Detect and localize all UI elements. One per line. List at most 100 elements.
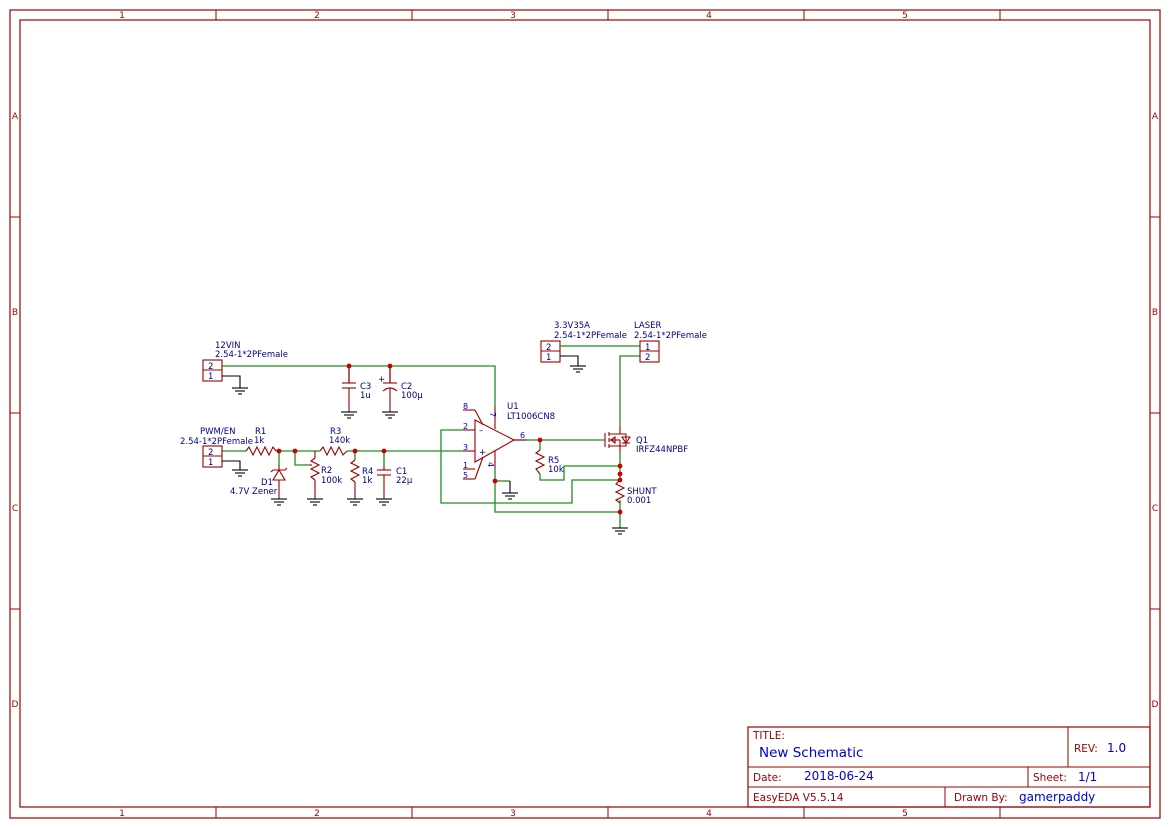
date-label: Date: [753, 772, 782, 784]
col-label-3-bottom: 3 [510, 809, 516, 819]
u1-pin-2: 2 [463, 422, 468, 431]
ground-icon-3v3 [570, 365, 586, 373]
col-label-4-bottom: 4 [706, 809, 712, 819]
row-label-b: B [12, 308, 18, 318]
capacitor-c3: C3 1u [342, 366, 371, 412]
c2-plus-icon: + [378, 375, 385, 385]
12vin-name: 12VIN [215, 341, 241, 351]
pwm-pin-2: 2 [208, 448, 213, 458]
ground-icon-d1 [271, 498, 287, 506]
rev-label: REV: [1074, 743, 1098, 755]
q1-value: IRFZ44NPBF [636, 445, 688, 455]
c3-value: 1u [360, 391, 371, 401]
title-block: TITLE: New Schematic REV: 1.0 Date: 2018… [747, 726, 1151, 808]
d1-ref: D1 [261, 478, 273, 488]
c1-ref: C1 [396, 467, 407, 477]
pwm-value: 2.54-1*2PFemale [180, 437, 253, 447]
r4-value: 1k [362, 476, 372, 486]
col-label-4: 4 [706, 11, 712, 21]
row-labels: A B C D A B C D [12, 112, 1159, 710]
laser-value: 2.54-1*2PFemale [634, 331, 707, 341]
c3-ref: C3 [360, 382, 371, 392]
ground-icon-u1 [502, 481, 518, 500]
u1-pin-1: 1 [463, 461, 468, 470]
row-label-c-right: C [1152, 504, 1158, 514]
row-label-d: D [12, 700, 19, 710]
row-label-b-right: B [1152, 308, 1158, 318]
12vin-value: 2.54-1*2PFemale [215, 350, 288, 360]
rev-value: 1.0 [1107, 741, 1126, 755]
shunt-ref: SHUNT [627, 487, 657, 497]
mosfet-q1: Q1 IRFZ44NPBF [604, 426, 688, 455]
r4-ref: R4 [362, 467, 373, 477]
r3-ref: R3 [330, 427, 341, 437]
drawing-frame [9, 9, 1161, 819]
tool-version: EasyEDA V5.5.14 [753, 792, 844, 804]
title-label: TITLE: [752, 730, 785, 742]
col-label-2: 2 [314, 11, 320, 21]
resistor-r3: R3 140k [319, 427, 350, 457]
ground-icon-r4 [347, 498, 363, 506]
schematic-title: New Schematic [759, 745, 863, 761]
col-label-1-bottom: 1 [119, 809, 125, 819]
row-label-a: A [12, 112, 19, 122]
r5-ref: R5 [548, 456, 559, 466]
3v3-value: 2.54-1*2PFemale [554, 331, 627, 341]
3v3-pin-1: 1 [546, 353, 551, 363]
connector-3v3: 2 1 3.3V35A 2.54-1*2PFemale [540, 321, 627, 366]
drawn-by-label: Drawn By: [954, 792, 1008, 804]
sheet-label: Sheet: [1033, 772, 1067, 784]
column-labels: 1 2 3 4 5 1 2 3 4 5 [119, 11, 908, 819]
u1-pin-3: 3 [463, 443, 468, 452]
r1-value: 1k [254, 436, 264, 446]
r1-ref: R1 [255, 427, 266, 437]
connector-laser: 1 2 LASER 2.54-1*2PFemale [634, 321, 707, 363]
shunt-value: 0.001 [627, 496, 651, 506]
capacitor-c2: + C2 100µ [378, 366, 423, 412]
r2-ref: R2 [321, 466, 332, 476]
ground-icon-c3 [341, 411, 357, 419]
u1-pin-6: 6 [520, 431, 525, 440]
u1-pin-4: 4 [486, 462, 495, 467]
ground-icon-12vin [232, 387, 248, 395]
zener-d1: D1 4.7V Zener [230, 465, 288, 499]
u1-plus-icon: + [479, 448, 486, 458]
12vin-pin-1: 1 [208, 372, 213, 382]
c2-ref: C2 [401, 382, 412, 392]
wires [222, 345, 640, 528]
sheet-value: 1/1 [1078, 770, 1097, 784]
ground-icon-pwm [232, 469, 248, 477]
opamp-u1: – + 8 2 3 1 5 6 7 4 U1 LT1006CN8 [463, 402, 555, 480]
r5-value: 10k [548, 465, 564, 475]
col-label-5-bottom: 5 [902, 809, 908, 819]
r2-value: 100k [321, 476, 342, 486]
resistor-shunt: SHUNT 0.001 [614, 479, 657, 506]
u1-minus-icon: – [479, 426, 483, 436]
r3-value: 140k [329, 436, 350, 446]
12vin-pin-2: 2 [208, 362, 213, 372]
resistor-r4: R4 1k [349, 459, 373, 499]
ground-icons [232, 365, 628, 535]
u1-ref: U1 [507, 402, 519, 412]
row-label-a-right: A [1152, 112, 1159, 122]
pwm-name: PWM/EN [200, 427, 235, 437]
ground-icon-c1 [376, 498, 392, 506]
d1-value: 4.7V Zener [230, 487, 278, 497]
q1-ref: Q1 [636, 436, 648, 446]
resistor-r5: R5 10k [534, 449, 564, 475]
u1-value: LT1006CN8 [507, 412, 555, 422]
col-label-1: 1 [119, 11, 125, 21]
laser-name: LASER [634, 321, 662, 331]
date-value: 2018-06-24 [804, 769, 874, 783]
connector-pwm-en: 2 1 PWM/EN 2.54-1*2PFemale [180, 427, 253, 470]
row-label-d-right: D [1152, 700, 1159, 710]
ground-icon-c2 [382, 411, 398, 419]
ground-icon-shunt [612, 527, 628, 535]
resistor-r1: R1 1k [245, 427, 277, 457]
row-label-c: C [12, 504, 18, 514]
capacitor-c1: C1 22µ [377, 465, 413, 499]
col-label-5: 5 [902, 11, 908, 21]
u1-pin-8: 8 [463, 402, 468, 411]
connector-12vin: 2 1 12VIN 2.54-1*2PFemale [202, 341, 288, 388]
